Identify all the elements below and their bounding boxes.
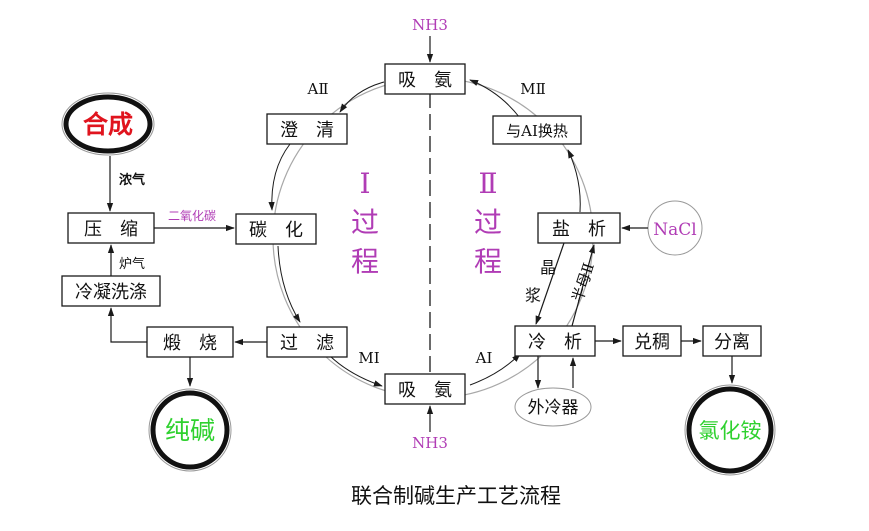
ellipse-synthesis: 合成 bbox=[61, 92, 155, 156]
box-top-absorb: 吸 氨 bbox=[384, 63, 466, 95]
circle-soda-ash: 纯碱 bbox=[148, 388, 232, 472]
box-cool-out-label: 冷 析 bbox=[528, 332, 582, 353]
label-half-mother-liquor: 半母Ⅱ bbox=[568, 261, 598, 305]
box-compress-label: 压 缩 bbox=[84, 219, 138, 240]
arrow-salt-to-cool-slurry bbox=[535, 242, 565, 325]
circle-ammonium-chloride: 氯化铵 bbox=[684, 384, 776, 476]
box-condense-wash-label: 冷凝洗涤 bbox=[75, 282, 147, 303]
box-heat-exchange: 与AⅠ换热 bbox=[492, 115, 582, 145]
box-bottom-absorb: 吸 氨 bbox=[384, 373, 466, 405]
box-heat-exchange-label: 与AⅠ换热 bbox=[506, 122, 568, 140]
label-process2-b: 程 bbox=[474, 245, 502, 278]
label-co2: 二氧化碳 bbox=[168, 209, 216, 223]
arc-filter-to-absorb bbox=[329, 355, 383, 387]
box-filter-label: 过 滤 bbox=[280, 333, 334, 354]
label-crystal-slurry-1: 晶 bbox=[540, 258, 556, 277]
ammonium-chloride-label: 氯化铵 bbox=[699, 419, 762, 443]
box-clarify-label: 澄 清 bbox=[280, 120, 334, 141]
label-rich-gas: 浓气 bbox=[119, 172, 145, 188]
box-cool-out: 冷 析 bbox=[514, 325, 596, 357]
box-calcine-label: 煅 烧 bbox=[163, 333, 217, 354]
arc-clarify-to-carbonize bbox=[268, 143, 291, 211]
box-carbonize-label: 碳 化 bbox=[249, 220, 303, 241]
label-process2-num: Ⅱ bbox=[478, 167, 497, 200]
box-thicken-label: 兑稠 bbox=[634, 332, 670, 353]
circle-nacl: NaCl bbox=[647, 200, 703, 256]
arc-exchange-to-top bbox=[469, 79, 521, 119]
arrow-calcine-to-condense bbox=[107, 307, 147, 343]
ellipse-external-cooler: 外冷器 bbox=[514, 387, 592, 427]
arrow-cool-to-salt-mother bbox=[571, 244, 595, 327]
nacl-label: NaCl bbox=[653, 220, 696, 240]
synthesis-label: 合成 bbox=[83, 110, 133, 139]
label-process2-a: 过 bbox=[474, 206, 502, 239]
box-separate: 分离 bbox=[702, 325, 762, 357]
label-process1-b: 程 bbox=[351, 245, 379, 278]
label-m1: MⅠ bbox=[358, 349, 379, 367]
box-bottom-absorb-label: 吸 氨 bbox=[398, 380, 452, 401]
box-compress: 压 缩 bbox=[67, 212, 155, 244]
arc-salt-to-exchange bbox=[567, 149, 581, 213]
label-process1-a: 过 bbox=[351, 206, 379, 239]
soda-ash-label: 纯碱 bbox=[165, 416, 215, 445]
arc-top-to-clarify bbox=[339, 81, 385, 113]
diagram-title: 联合制碱生产工艺流程 bbox=[351, 484, 561, 508]
label-nh3-bottom: NH3 bbox=[412, 434, 448, 452]
box-carbonize: 碳 化 bbox=[235, 213, 317, 245]
box-calcine: 煅 烧 bbox=[146, 326, 234, 358]
label-a2: AⅡ bbox=[306, 80, 328, 98]
external-cooler-label: 外冷器 bbox=[528, 398, 579, 418]
arc-carbonize-to-filter bbox=[277, 245, 301, 323]
box-salt-out: 盐 析 bbox=[537, 212, 621, 244]
box-clarify: 澄 清 bbox=[266, 113, 348, 145]
label-process1-num: Ⅰ bbox=[359, 167, 370, 200]
box-salt-out-label: 盐 析 bbox=[552, 219, 606, 240]
label-a1: AⅠ bbox=[475, 349, 493, 367]
label-crystal-slurry-2: 浆 bbox=[525, 286, 541, 305]
arc-absorb-to-cool bbox=[469, 353, 521, 386]
box-thicken: 兑稠 bbox=[622, 325, 682, 357]
label-furnace-gas: 炉气 bbox=[119, 256, 145, 272]
box-condense-wash: 冷凝洗涤 bbox=[61, 275, 161, 307]
box-filter: 过 滤 bbox=[266, 326, 348, 358]
box-top-absorb-label: 吸 氨 bbox=[398, 70, 452, 91]
label-m2: MⅡ bbox=[520, 80, 546, 98]
box-separate-label: 分离 bbox=[714, 332, 750, 353]
label-nh3-top: NH3 bbox=[412, 16, 448, 34]
